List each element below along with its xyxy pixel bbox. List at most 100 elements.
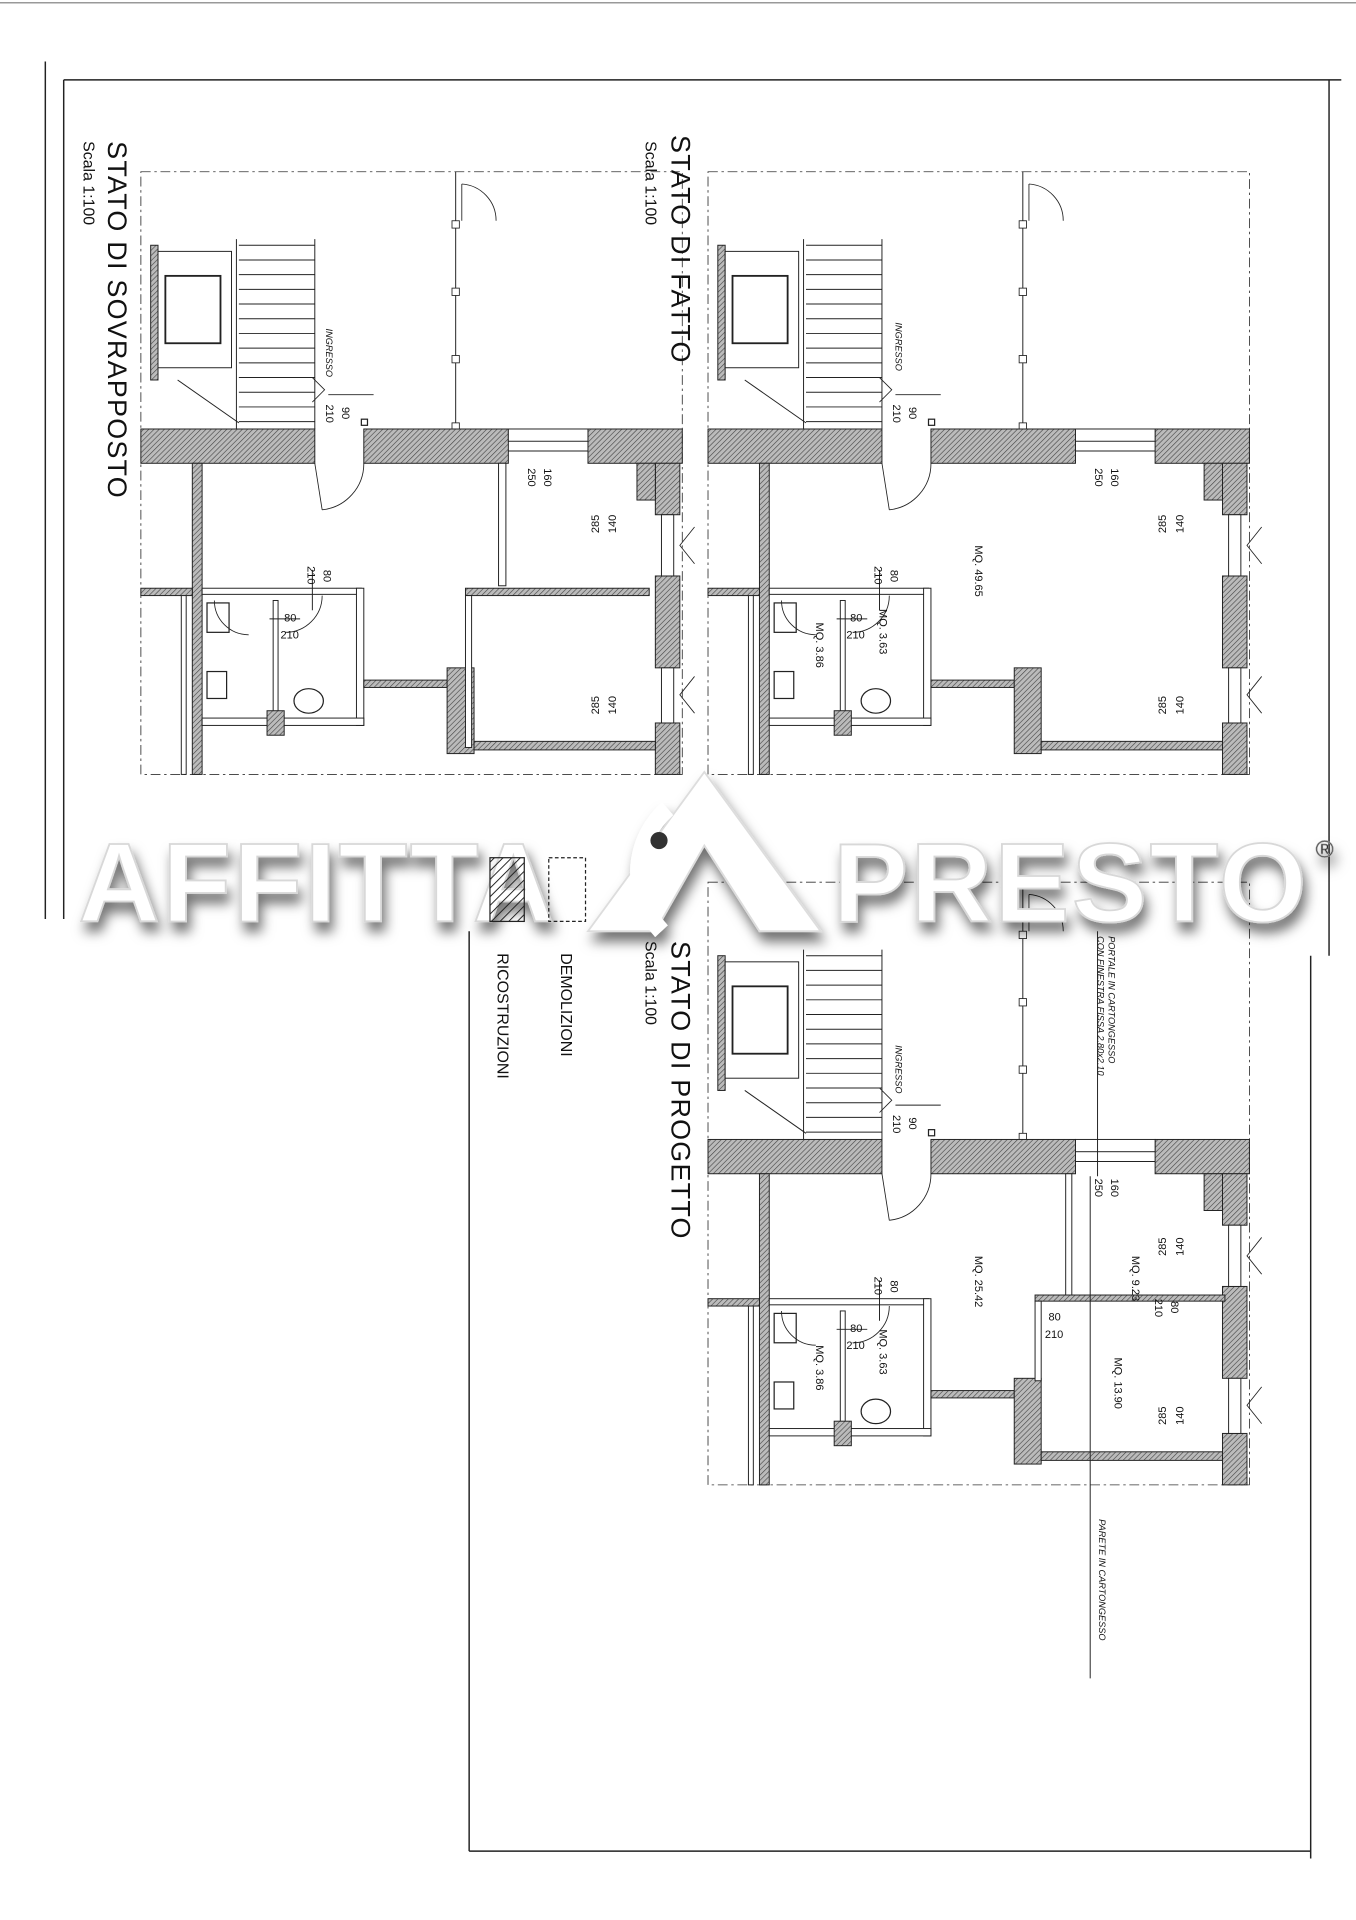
- room-area-label: MQ. 3.63: [877, 1329, 889, 1374]
- thin-wall: [768, 587, 929, 595]
- thin-wall: [923, 1298, 932, 1437]
- wall: [707, 1138, 883, 1175]
- dim-label: 210: [890, 404, 902, 422]
- affittapresto-logo-icon: [586, 770, 823, 938]
- wall: [717, 244, 726, 381]
- registered-mark: ®: [1316, 837, 1334, 864]
- thin-wall: [747, 1304, 754, 1486]
- wall: [758, 1173, 770, 1486]
- dim-label: 80: [320, 570, 332, 582]
- entrance-arrow: [879, 377, 893, 403]
- thin-wall: [201, 587, 362, 595]
- dim-label: 140: [1174, 1237, 1186, 1255]
- plan-line: [744, 379, 807, 424]
- plan-2-labels: INGRESSO 90 210 160 250 MQ. 25.42 MQ. 9.…: [813, 936, 1186, 1640]
- legend-demolitions-label: DEMOLIZIONI: [557, 953, 574, 1056]
- wall: [707, 1298, 760, 1307]
- wall: [654, 575, 681, 669]
- partition-note: PARETE IN CARTONGESSO: [1097, 1519, 1107, 1640]
- dim-label: 210: [1045, 1329, 1063, 1341]
- legend-reconstructions-label: RICOSTRUZIONI: [493, 953, 510, 1078]
- thin-wall: [180, 593, 187, 775]
- wall: [1203, 462, 1223, 501]
- thin-wall: [464, 595, 473, 748]
- wall: [1040, 1451, 1223, 1461]
- door-swing: [1028, 894, 1064, 932]
- dim-label: 140: [1174, 696, 1186, 714]
- door-swing: [1028, 183, 1064, 221]
- thin-wall: [1075, 1138, 1156, 1153]
- dim-label: 210: [872, 1277, 884, 1295]
- wall: [930, 1390, 1015, 1399]
- room-area-label: MQ. 3.86: [813, 623, 825, 668]
- dim-label: 80: [1168, 1301, 1180, 1313]
- plan-scale: Scala 1:100: [79, 141, 96, 225]
- dim-label: 285: [1157, 1237, 1169, 1255]
- dim-label: 80: [888, 1280, 900, 1292]
- plan-stato-di-sovrapposto: [140, 171, 695, 775]
- wall: [1203, 1173, 1223, 1211]
- dim-label: 80: [1049, 1312, 1061, 1324]
- wall: [1221, 1285, 1248, 1379]
- dim-label: 80: [888, 570, 900, 582]
- wall: [833, 710, 852, 736]
- dim-label: 210: [281, 629, 299, 641]
- wall: [833, 1420, 852, 1447]
- dim-label: 210: [323, 404, 335, 422]
- lift: [731, 274, 789, 345]
- dim-label: 210: [846, 1340, 864, 1352]
- post: [451, 355, 460, 364]
- wall: [1154, 428, 1250, 464]
- entrance-label: INGRESSO: [893, 322, 903, 370]
- wall: [1013, 1377, 1042, 1465]
- dim-label: 285: [590, 515, 602, 533]
- post: [1018, 220, 1027, 229]
- plan-1-labels: INGRESSO 90 210 160 250 MQ. 49.65 285 14…: [813, 322, 1186, 714]
- washbasin-icon: [293, 688, 324, 714]
- legend-reconstructions-swatch: [489, 857, 525, 923]
- thin-wall: [355, 587, 365, 726]
- post: [927, 1129, 936, 1137]
- door-swing: [461, 183, 497, 221]
- thin-wall: [1228, 667, 1242, 724]
- plan-0-labels: INGRESSO 90 210 160 250 285 140 285 140 …: [281, 329, 620, 715]
- entrance-arrow: [879, 1087, 893, 1113]
- lift: [731, 985, 789, 1055]
- dim-label: 90: [339, 407, 351, 419]
- affittapresto-watermark: AFFITTA PRESTO ®: [77, 770, 1334, 946]
- dim-label: 80: [850, 1323, 862, 1335]
- entrance-arrow: [312, 377, 326, 403]
- legend: DEMOLIZIONI RICOSTRUZIONI: [489, 857, 587, 1079]
- window-marker: [1246, 1237, 1263, 1275]
- wall: [473, 740, 656, 751]
- room-area-label: MQ. 13.90: [1112, 1357, 1124, 1408]
- door-swing: [781, 595, 890, 636]
- dim-label: 90: [906, 1117, 918, 1129]
- thin-wall: [724, 961, 800, 1079]
- dim-label: 285: [1157, 696, 1169, 714]
- dim-label: 285: [1157, 1406, 1169, 1424]
- wall: [363, 428, 509, 464]
- thin-wall: [1075, 428, 1156, 442]
- wall: [140, 587, 193, 597]
- toilet-icon: [773, 1381, 795, 1410]
- post: [927, 418, 936, 426]
- washbasin-icon: [860, 1398, 892, 1425]
- window-marker: [679, 676, 695, 714]
- thin-wall: [157, 250, 233, 369]
- wall: [636, 462, 656, 501]
- plan-stato-di-fatto: [707, 171, 1263, 775]
- wall: [758, 462, 770, 775]
- thin-wall: [507, 428, 589, 442]
- svg-text:AFFITTA: AFFITTA: [78, 819, 556, 945]
- dim-label: 80: [284, 612, 296, 624]
- post: [451, 287, 460, 296]
- door-swing: [314, 463, 365, 511]
- post: [1018, 930, 1027, 939]
- wall: [150, 244, 159, 381]
- thin-wall: [660, 667, 675, 724]
- thin-wall: [768, 1298, 929, 1306]
- room-area-label: MQ. 9.23: [1129, 1256, 1141, 1301]
- door-swing: [213, 595, 323, 636]
